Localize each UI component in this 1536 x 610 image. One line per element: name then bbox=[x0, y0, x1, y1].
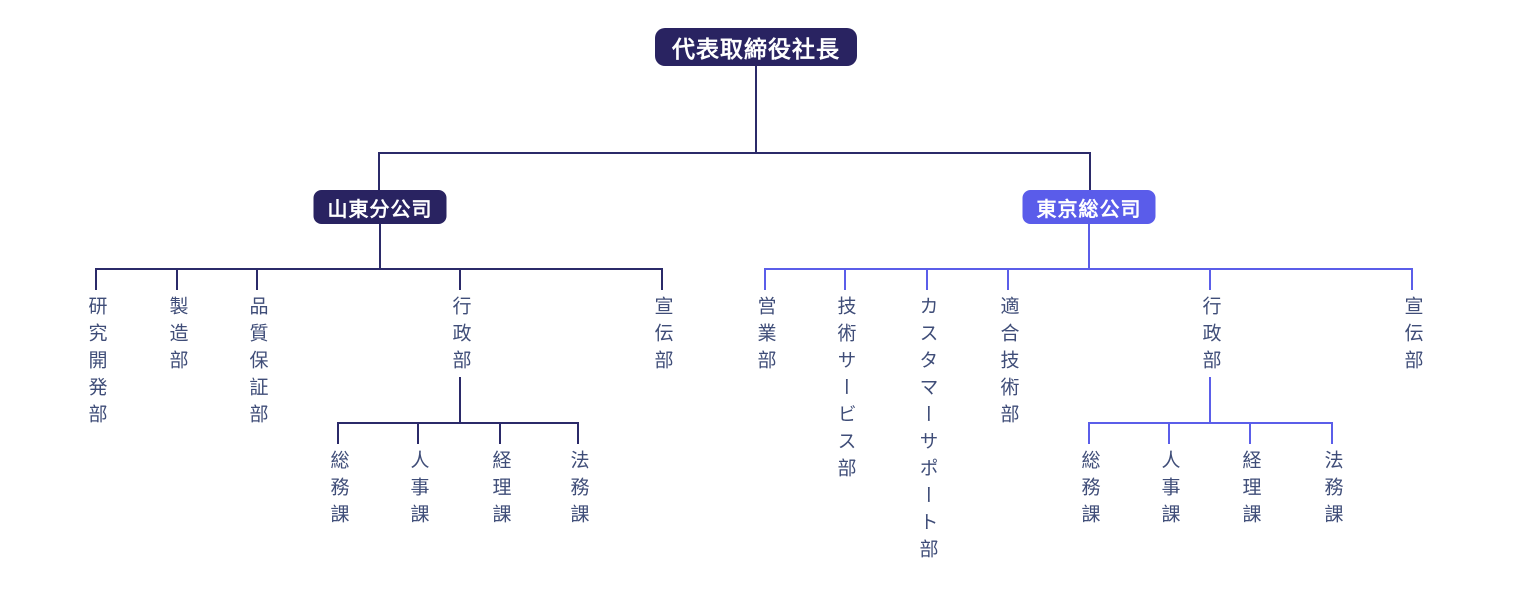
connector bbox=[1168, 422, 1170, 444]
dept-label-technical-service: 技術サービス部 bbox=[834, 296, 856, 485]
dept-label-rnd: 研究開発部 bbox=[85, 296, 107, 431]
connector bbox=[844, 268, 846, 290]
section-label-hr-l: 人事課 bbox=[407, 450, 429, 531]
section-label-legal-l: 法務課 bbox=[567, 450, 589, 531]
dept-label-quality-assurance: 品質保証部 bbox=[246, 296, 268, 431]
connector bbox=[378, 152, 380, 191]
section-label-hr-r: 人事課 bbox=[1158, 450, 1180, 531]
dept-label-publicity-l: 宣伝部 bbox=[651, 296, 673, 377]
connector bbox=[499, 422, 501, 444]
dept-label-administration-r: 行政部 bbox=[1199, 296, 1221, 377]
root-node-badge: 代表取締役社長 bbox=[655, 28, 857, 66]
connector bbox=[378, 152, 1091, 154]
connector bbox=[459, 268, 461, 290]
section-label-legal-r: 法務課 bbox=[1321, 450, 1343, 531]
connector bbox=[176, 268, 178, 290]
dept-label-sales: 営業部 bbox=[754, 296, 776, 377]
connector bbox=[755, 66, 757, 153]
connector bbox=[764, 268, 766, 290]
connector bbox=[1089, 152, 1091, 191]
connector bbox=[1088, 422, 1090, 444]
connector bbox=[256, 268, 258, 290]
dept-label-compliance-tech: 適合技術部 bbox=[997, 296, 1019, 431]
dept-label-administration-l: 行政部 bbox=[449, 296, 471, 377]
connector bbox=[764, 268, 1413, 270]
connector bbox=[337, 422, 579, 424]
connector bbox=[95, 268, 663, 270]
dept-label-publicity-r: 宣伝部 bbox=[1401, 296, 1423, 377]
connector bbox=[577, 422, 579, 444]
connector bbox=[417, 422, 419, 444]
branch-node-shandong-badge: 山東分公司 bbox=[313, 190, 447, 224]
section-label-general-affairs-r: 総務課 bbox=[1078, 450, 1100, 531]
connector bbox=[379, 224, 381, 269]
connector bbox=[1331, 422, 1333, 444]
connector bbox=[1411, 268, 1413, 290]
connector bbox=[661, 268, 663, 290]
connector bbox=[95, 268, 97, 290]
connector bbox=[926, 268, 928, 290]
connector bbox=[459, 377, 461, 424]
connector bbox=[1209, 268, 1211, 290]
dept-label-customer-support: カスタマーサポート部 bbox=[916, 296, 938, 566]
dept-label-manufacturing: 製造部 bbox=[166, 296, 188, 377]
branch-node-tokyo-badge: 東京総公司 bbox=[1022, 190, 1156, 224]
connector bbox=[1249, 422, 1251, 444]
connector bbox=[1209, 377, 1211, 424]
section-label-general-affairs-l: 総務課 bbox=[327, 450, 349, 531]
section-label-accounting-l: 経理課 bbox=[489, 450, 511, 531]
connector bbox=[1007, 268, 1009, 290]
section-label-accounting-r: 経理課 bbox=[1239, 450, 1261, 531]
connector bbox=[1088, 422, 1333, 424]
connector bbox=[337, 422, 339, 444]
connector bbox=[1088, 224, 1090, 269]
